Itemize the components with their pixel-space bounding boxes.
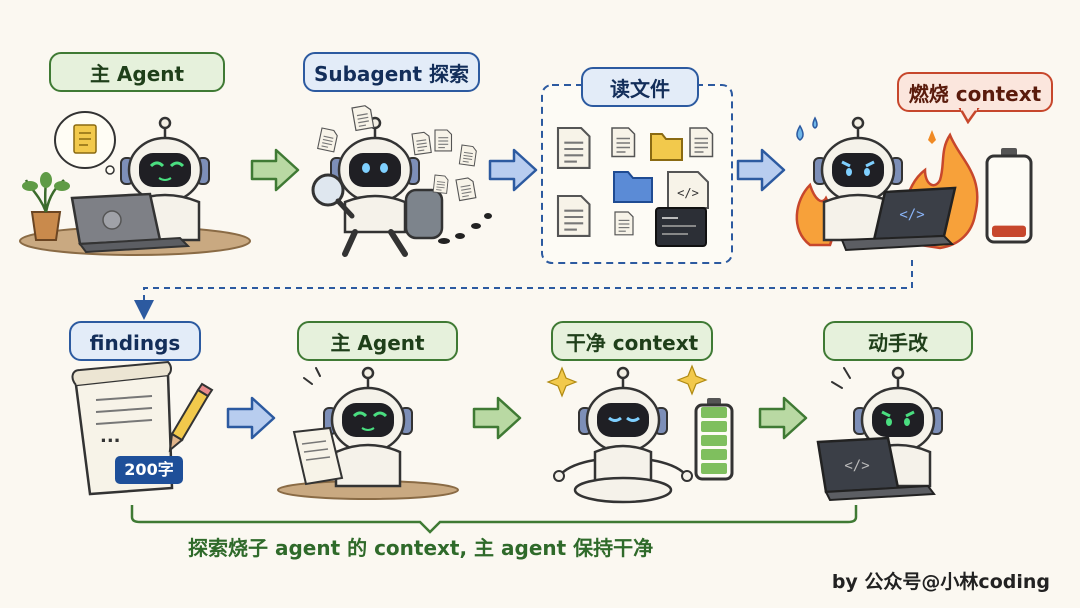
summary-bracket: [130, 505, 858, 534]
credit-text: by 公众号@小林coding: [831, 571, 1050, 593]
laptop-icon: </>: [840, 186, 957, 252]
panel-subagent: [311, 104, 492, 257]
panel-main-agent-reading: [277, 366, 459, 500]
code-glyph: </>: [899, 207, 924, 223]
robot-icon: [322, 366, 414, 488]
label-clean-context: 干净 context: [551, 321, 713, 361]
label-edit: 动手改: [823, 321, 973, 361]
terminal-icon: [655, 207, 707, 247]
label-burn-context: 燃烧 context: [897, 72, 1053, 112]
battery-icon: [694, 398, 734, 481]
battery-level-full: [701, 407, 727, 474]
panel-findings: ...: [71, 360, 214, 496]
paper-icon: [292, 426, 344, 486]
battery-cell: [701, 463, 727, 474]
magnifier-icon: [311, 173, 355, 219]
panel-edit: </>: [816, 366, 944, 502]
battery-cell: [701, 407, 727, 418]
pencil-icon: [168, 382, 214, 453]
robot-icon: [329, 116, 421, 257]
label-main-agent: 主 Agent: [49, 52, 225, 92]
thought-bubble: [54, 111, 116, 175]
findings-ellipsis: ...: [100, 426, 121, 447]
code-glyph: </>: [844, 458, 869, 474]
battery-icon: [985, 148, 1033, 244]
findings-count-badge: 200字: [115, 456, 183, 484]
bubble-tail: [958, 108, 980, 124]
backpack-icon: [404, 188, 444, 240]
label-main-agent-2: 主 Agent: [297, 321, 458, 361]
battery-cell: [701, 435, 727, 446]
label-subagent-explore: Subagent 探索: [303, 52, 480, 92]
code-file-icon: </>: [667, 171, 709, 209]
folder-icon: [613, 133, 683, 203]
plant-icon: [22, 172, 70, 241]
panel-read-files: </>: [541, 84, 733, 264]
battery-cell: [701, 421, 727, 432]
battery-cell: [701, 449, 727, 460]
robot-icon: [812, 116, 904, 242]
battery-level-low: [992, 225, 1026, 237]
flow-connector: [134, 260, 913, 320]
laptop-icon: </>: [816, 436, 936, 502]
panel-main-agent: [19, 111, 251, 256]
summary-text: 探索烧子 agent 的 context, 主 agent 保持干净: [188, 536, 654, 560]
laptop-icon: [70, 192, 191, 254]
label-findings: findings: [69, 321, 201, 361]
label-read-files: 读文件: [581, 67, 699, 107]
sparkle-icon: [546, 364, 708, 398]
code-glyph: </>: [677, 186, 699, 200]
panel-burning: </>: [795, 116, 1033, 252]
robot-icon: [553, 366, 693, 504]
panel-clean-context: [546, 364, 734, 504]
